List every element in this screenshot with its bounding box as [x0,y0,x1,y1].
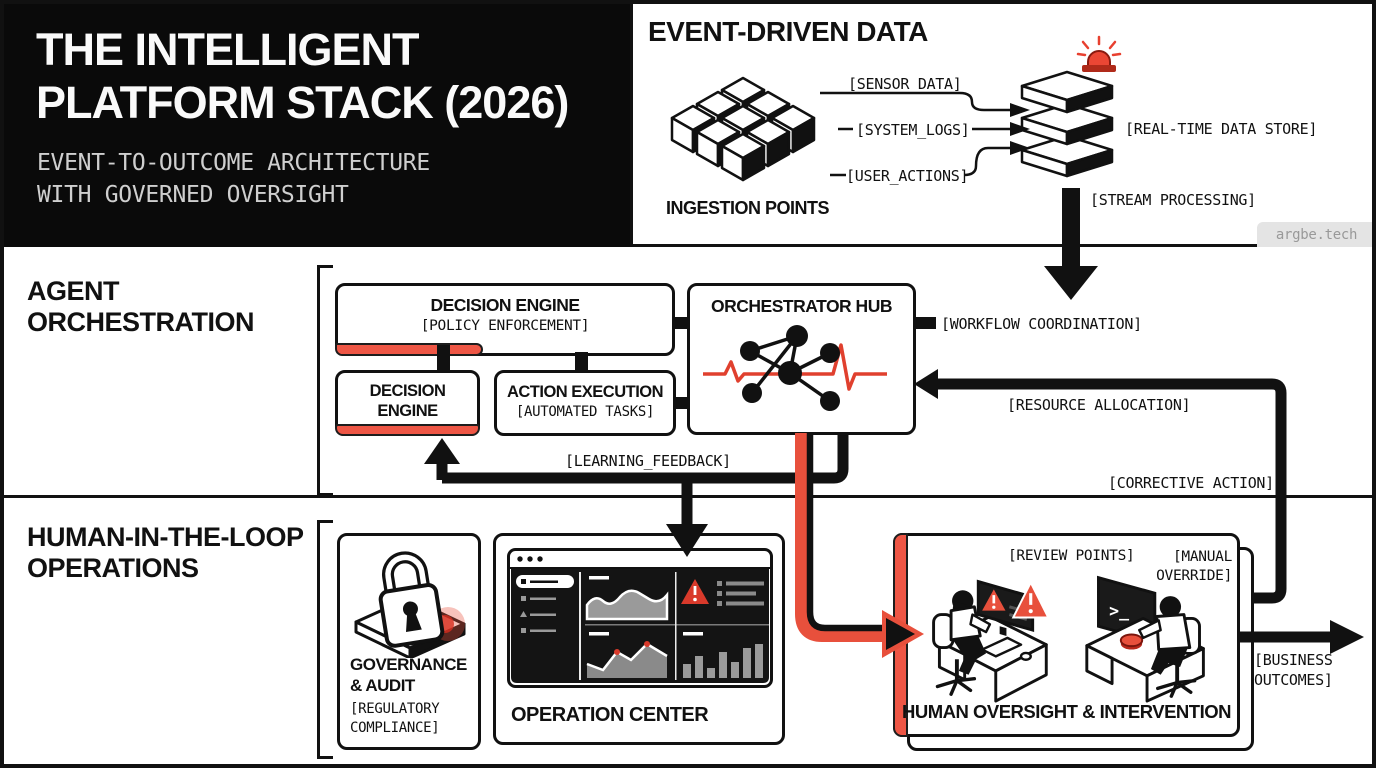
page-title: THE INTELLIGENT PLATFORM STACK (2026) [36,24,569,129]
decision-engine-small-box: DECISION ENGINE [335,370,480,436]
governance-title-line2: & AUDIT [350,676,415,696]
decision-engine-main-accent [335,343,483,356]
dashboard-icon [507,548,773,688]
business-outcomes-line2: OUTCOMES] [1254,671,1333,690]
operation-center-title: OPERATION CENTER [511,704,709,726]
governance-title: GOVERNANCE & AUDIT [350,654,467,697]
sensor-data-label: [SENSOR_DATA] [848,75,962,93]
learning-feedback-label: [LEARNING_FEEDBACK] [565,452,731,470]
watermark-text: argbe.tech [1275,226,1358,243]
decision-engine-main-subtitle: [POLICY ENFORCEMENT] [420,318,590,334]
resource-allocation-label: [RESOURCE ALLOCATION] [1007,396,1191,414]
governance-title-line1: GOVERNANCE [350,655,467,674]
orchestration-bracket [317,265,333,496]
action-execution-box: ACTION EXECUTION [AUTOMATED TASKS] [494,370,676,436]
page-subtitle-line2: WITH GOVERNED OVERSIGHT [37,182,349,209]
governance-box: GOVERNANCE & AUDIT [REGULATORY COMPLIANC… [337,533,481,750]
action-execution-title: ACTION EXECUTION [506,383,664,401]
operator-desk-icon: >_ [1085,575,1205,703]
governance-subtitle-line2: COMPLIANCE] [350,719,440,736]
data-store-icon [1020,35,1122,178]
governance-subtitle: [REGULATORY COMPLIANCE] [350,700,440,738]
header-panel: THE INTELLIGENT PLATFORM STACK (2026) EV… [0,0,630,247]
decision-engine-small-accent [335,424,480,436]
ingestion-cubes-icon [670,76,816,182]
ingestion-points-label: INGESTION POINTS [666,198,830,218]
orchestrator-hub-box: ORCHESTRATOR HUB [687,283,916,435]
section-divider [0,495,1376,498]
operations-heading-line2: OPERATIONS [27,553,199,584]
business-outcomes-label: [BUSINESS OUTCOMES] [1254,650,1333,691]
analyst-desk-icon [932,579,1050,703]
orchestration-heading-line1: AGENT [27,276,120,306]
data-store-label: [REAL-TIME DATA STORE] [1125,120,1318,138]
action-execution-subtitle: [AUTOMATED TASKS] [515,404,655,420]
network-pulse-icon [703,325,887,411]
decision-engine-small-title: DECISION ENGINE [338,382,477,422]
governance-subtitle-line1: [REGULATORY [350,701,440,717]
terminal-glyph: >_ [1109,602,1129,621]
oversight-title: HUMAN OVERSIGHT & INTERVENTION [902,701,1231,722]
review-points-label: [REVIEW POINTS] [1008,548,1135,564]
business-outcomes-arrow [1240,620,1364,654]
system-logs-label: [SYSTEM_LOGS] [856,121,970,139]
decision-engine-small-line2: ENGINE [377,401,438,420]
page-title-line1: THE INTELLIGENT [36,24,420,75]
decision-engine-main-title: DECISION ENGINE [430,295,580,315]
watermark-badge: argbe.tech [1257,222,1376,247]
manual-override-line1: [MANUAL [1172,549,1232,565]
decision-engine-main-box: DECISION ENGINE [POLICY ENFORCEMENT] [335,283,675,356]
workflow-coordination-label: [WORKFLOW COORDINATION] [941,315,1142,333]
page-subtitle-line1: EVENT-TO-OUTCOME ARCHITECTURE [37,150,430,176]
stream-processing-label: [STREAM PROCESSING] [1090,191,1256,209]
user-actions-label: [USER_ACTIONS] [846,167,969,185]
oversight-box: [REVIEW POINTS] [MANUAL OVERRIDE] [893,533,1240,737]
orchestration-heading-line2: ORCHESTRATION [27,307,255,338]
corrective-action-label: [CORRECTIVE ACTION] [1108,474,1274,492]
page-title-line2: PLATFORM STACK (2026) [36,76,569,128]
operations-heading: HUMAN-IN-THE-LOOP OPERATIONS [27,522,304,585]
operations-heading-line1: HUMAN-IN-THE-LOOP [27,522,304,552]
page-subtitle: EVENT-TO-OUTCOME ARCHITECTURE WITH GOVER… [37,147,430,211]
operations-bracket [317,520,333,759]
operation-center-box: OPERATION CENTER [493,533,785,745]
decision-engine-small-line1: DECISION [369,382,446,400]
padlock-icon [354,551,466,658]
event-panel-title: EVENT-DRIVEN DATA [648,16,928,47]
orchestrator-hub-title: ORCHESTRATOR HUB [711,296,892,316]
orchestration-heading: AGENT ORCHESTRATION [27,276,255,339]
siren-icon [1076,35,1122,72]
business-outcomes-line1: [BUSINESS [1254,651,1333,669]
